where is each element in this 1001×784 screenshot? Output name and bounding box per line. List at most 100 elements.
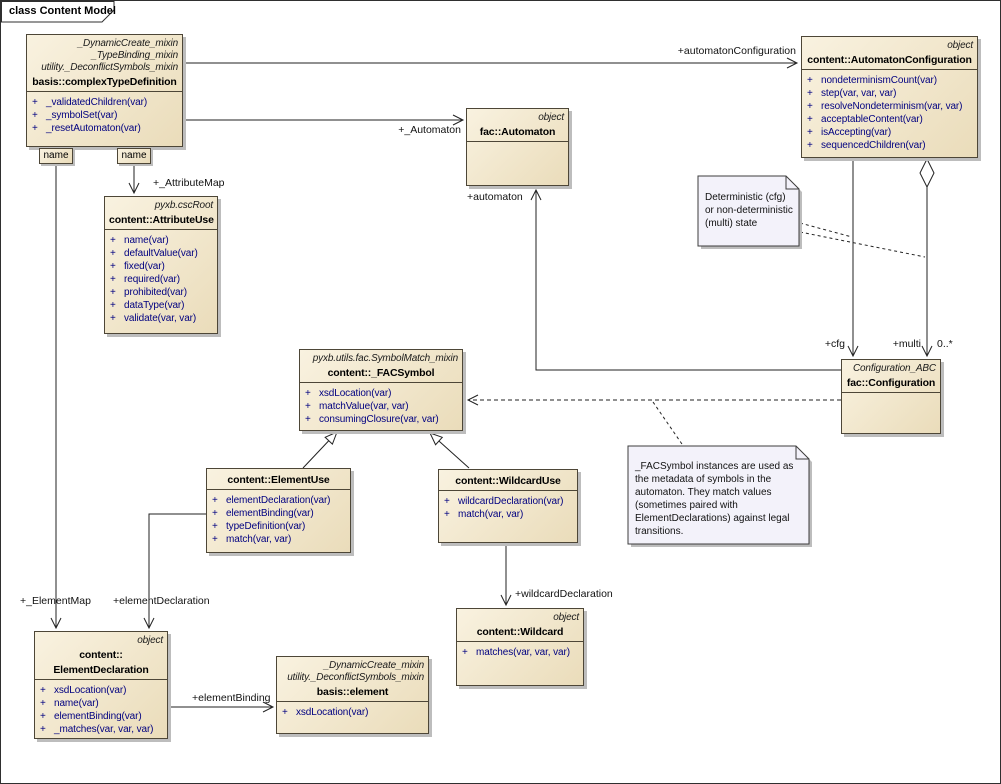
class-name: content::WildcardUse <box>455 475 561 487</box>
class-content-FACSymbol[interactable]: pyxb.utils.fac.SymbolMatch_mixin content:… <box>299 349 463 431</box>
stereotype-label: object <box>538 112 564 123</box>
method-item: +required(var) <box>110 274 180 285</box>
class-content-ElementUse[interactable]: content::ElementUse+elementDeclaration(v… <box>206 468 351 553</box>
class-methods: +elementDeclaration(var) +elementBinding(… <box>207 490 350 552</box>
method-item: +elementBinding(var) <box>212 508 314 519</box>
method-item: +name(var) <box>40 698 99 709</box>
method-item: +step(var, var, var) <box>807 88 897 99</box>
class-name: content::AutomatonConfiguration <box>807 54 972 66</box>
method-item: +acceptableContent(var) <box>807 114 923 125</box>
method-item: +prohibited(var) <box>110 287 187 298</box>
method-item: +wildcardDeclaration(var) <box>444 496 564 507</box>
class-methods <box>467 142 568 185</box>
method-item: +isAccepting(var) <box>807 127 892 138</box>
qualifier-name-right[interactable]: name <box>117 148 151 164</box>
qualifier-name-left[interactable]: name <box>39 148 73 164</box>
stereotype-label: pyxb.utils.fac.SymbolMatch_mixin <box>312 353 458 364</box>
label-element-declaration: +elementDeclaration <box>113 595 210 607</box>
note2-shape[interactable] <box>627 445 810 545</box>
frame-title: class Content Model <box>9 5 116 17</box>
class-name: fac::Automaton <box>479 126 556 138</box>
method-item: +resolveNondeterminism(var, var) <box>807 101 963 112</box>
method-item: +elementDeclaration(var) <box>212 495 331 506</box>
method-item: +xsdLocation(var) <box>282 707 369 718</box>
label-element-map: +_ElementMap <box>20 595 91 607</box>
method-item: +elementBinding(var) <box>40 711 142 722</box>
method-item: +xsdLocation(var) <box>305 388 392 399</box>
note2-link <box>652 401 685 448</box>
note1-link-multi <box>799 231 926 258</box>
method-item: +fixed(var) <box>110 261 165 272</box>
class-name: ElementDeclaration <box>53 664 149 676</box>
aggregation-diamond <box>919 157 935 189</box>
method-item: +_resetAutomaton(var) <box>32 123 141 134</box>
method-item: +matchValue(var, var) <box>305 401 409 412</box>
class-methods: +name(var) +defaultValue(var) +fixed(var) +… <box>105 230 217 333</box>
stereotype-label: pyxb.cscRoot <box>154 200 213 211</box>
class-methods: +xsdLocation(var) +matchValue(var, var) +c… <box>300 383 462 430</box>
note2-fold-icon <box>795 446 809 460</box>
method-item: +name(var) <box>110 235 169 246</box>
method-item: +match(var, var) <box>212 534 292 545</box>
method-item: +defaultValue(var) <box>110 248 198 259</box>
stereotype-label: Configuration_ABC <box>852 363 936 374</box>
method-item: +nondeterminismCount(var) <box>807 75 937 86</box>
class-methods: +xsdLocation(var) +name(var) +elementBindi… <box>35 680 167 738</box>
stereotype-label: _TypeBinding_mixin <box>91 50 178 61</box>
note1-link-cfg <box>799 222 853 238</box>
label-automaton-configuration: +automatonConfiguration <box>677 45 796 57</box>
frame-title-tab <box>1 1 115 23</box>
class-name: basis::complexTypeDefinition <box>32 76 177 88</box>
method-item: +matches(var, var, var) <box>462 647 570 658</box>
edge-wildcarduse-generalization[interactable] <box>429 432 470 469</box>
label-cfg: +cfg <box>824 338 845 350</box>
stereotype-label: object <box>947 40 973 51</box>
stereotype-label: _DynamicCreate_mixin <box>323 660 425 671</box>
class-name: content::ElementUse <box>227 474 330 486</box>
class-content-WildcardUse[interactable]: content::WildcardUse+wildcardDeclaration… <box>438 469 578 543</box>
method-item: +consumingClosure(var, var) <box>305 414 439 425</box>
class-name: content::AttributeUse <box>109 214 214 226</box>
class-methods: +wildcardDeclaration(var)+match(var, var… <box>439 491 577 542</box>
edge-elementuse-generalization[interactable] <box>302 431 338 469</box>
class-header: content::WildcardUse <box>439 470 577 491</box>
class-name: content::Wildcard <box>476 626 564 638</box>
class-name: content::_FACSymbol <box>327 367 435 379</box>
class-methods <box>842 393 940 433</box>
class-methods: +matches(var, var, var) <box>457 642 583 685</box>
method-item: +validate(var, var) <box>110 313 197 324</box>
label-multi-cardinality: 0..* <box>937 338 953 350</box>
label-attribute-map: +_AttributeMap <box>153 177 225 189</box>
label-element-binding: +elementBinding <box>192 692 271 704</box>
method-item: +_matches(var, var, var) <box>40 724 154 735</box>
class-header: content::ElementUse <box>207 469 350 490</box>
method-item: +xsdLocation(var) <box>40 685 127 696</box>
class-header: pyxb.utils.fac.SymbolMatch_mixin content:… <box>300 350 462 383</box>
edge-element-declaration[interactable] <box>143 513 206 630</box>
method-item: +_validatedChildren(var) <box>32 97 148 108</box>
note-facsymbol-description: _FACSymbol instances are used as the met… <box>635 461 794 537</box>
label-wildcard-declaration: +wildcardDeclaration <box>515 588 613 600</box>
note1-shape[interactable] <box>697 175 800 247</box>
method-item: +typeDefinition(var) <box>212 521 306 532</box>
edge-automaton-ref[interactable] <box>530 188 841 371</box>
class-methods: +xsdLocation(var) <box>277 702 428 733</box>
stereotype-label: utility._DeconflictSymbols_mixin <box>287 672 424 683</box>
label-automaton-assoc: +_Automaton <box>398 124 461 136</box>
